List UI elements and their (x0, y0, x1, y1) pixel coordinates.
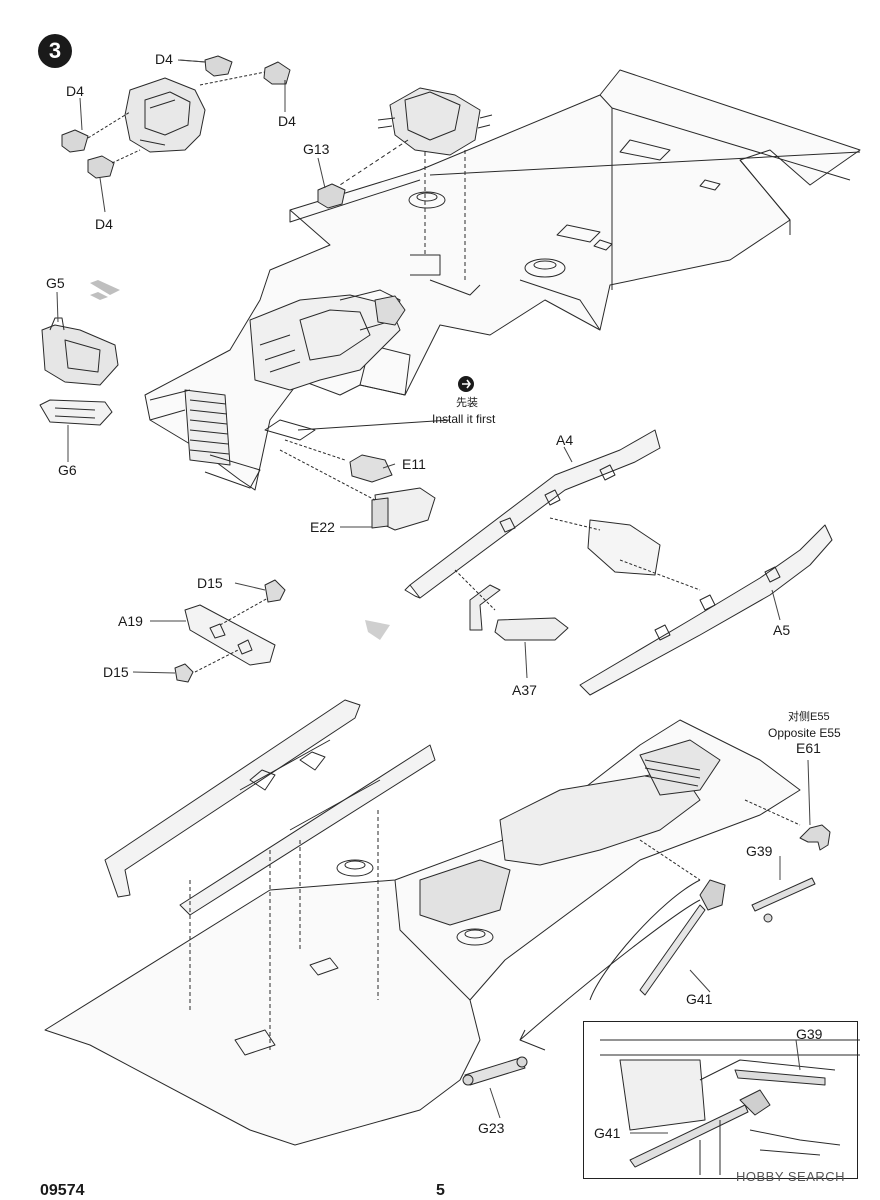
bracket-e11-e22 (279, 419, 451, 531)
label-e22: E22 (310, 519, 335, 535)
leader-lines (56, 59, 811, 1134)
label-a19: A19 (118, 613, 143, 629)
column-g41 (589, 879, 726, 1001)
label-d4: D4 (95, 216, 113, 232)
upper-hull-floor (144, 69, 861, 491)
label-a37: A37 (512, 682, 537, 698)
gearbox-g5-g6 (39, 280, 120, 426)
label-e61: E61 (796, 740, 821, 756)
inset-label-g41: G41 (594, 1125, 621, 1141)
watermark-text: HOBBY SEARCH (736, 1169, 846, 1184)
inset-frame (583, 1021, 858, 1179)
lower-hull-floor (44, 699, 801, 1146)
label-g23: G23 (478, 1120, 505, 1136)
rod-g39 (751, 877, 816, 923)
inset-detail (600, 1039, 860, 1175)
install-first-icon (458, 376, 474, 392)
front-differential-assembly (61, 55, 291, 179)
label-g39: G39 (746, 843, 773, 859)
label-a4: A4 (556, 432, 574, 448)
install-first-english: Install it first (432, 412, 496, 426)
transfer-case-assembly (317, 87, 493, 280)
label-d4: D4 (278, 113, 296, 129)
crossmember-a19-d15 (174, 579, 286, 683)
label-g5: G5 (46, 275, 65, 291)
page-number: 5 (436, 1182, 445, 1199)
label-a5: A5 (773, 622, 791, 638)
hook-e61 (799, 824, 831, 851)
label-g13: G13 (303, 141, 330, 157)
driveshaft-g23 (462, 1056, 528, 1086)
label-g6: G6 (58, 462, 77, 478)
install-first-chinese: 先装 (456, 397, 478, 409)
opposite-note-chinese: 对侧E55 (788, 711, 830, 723)
side-rails-a4-a5 (365, 429, 833, 696)
opposite-note-english: Opposite E55 (768, 726, 841, 740)
label-d4: D4 (66, 83, 84, 99)
label-d4: D4 (155, 51, 173, 67)
step-number-badge: 3 (38, 34, 72, 68)
inset-label-g39: G39 (796, 1026, 823, 1042)
label-g41: G41 (686, 991, 713, 1007)
product-code: 09574 (40, 1182, 85, 1199)
label-d15: D15 (103, 664, 129, 680)
label-d15: D15 (197, 575, 223, 591)
label-e11: E11 (402, 456, 426, 472)
